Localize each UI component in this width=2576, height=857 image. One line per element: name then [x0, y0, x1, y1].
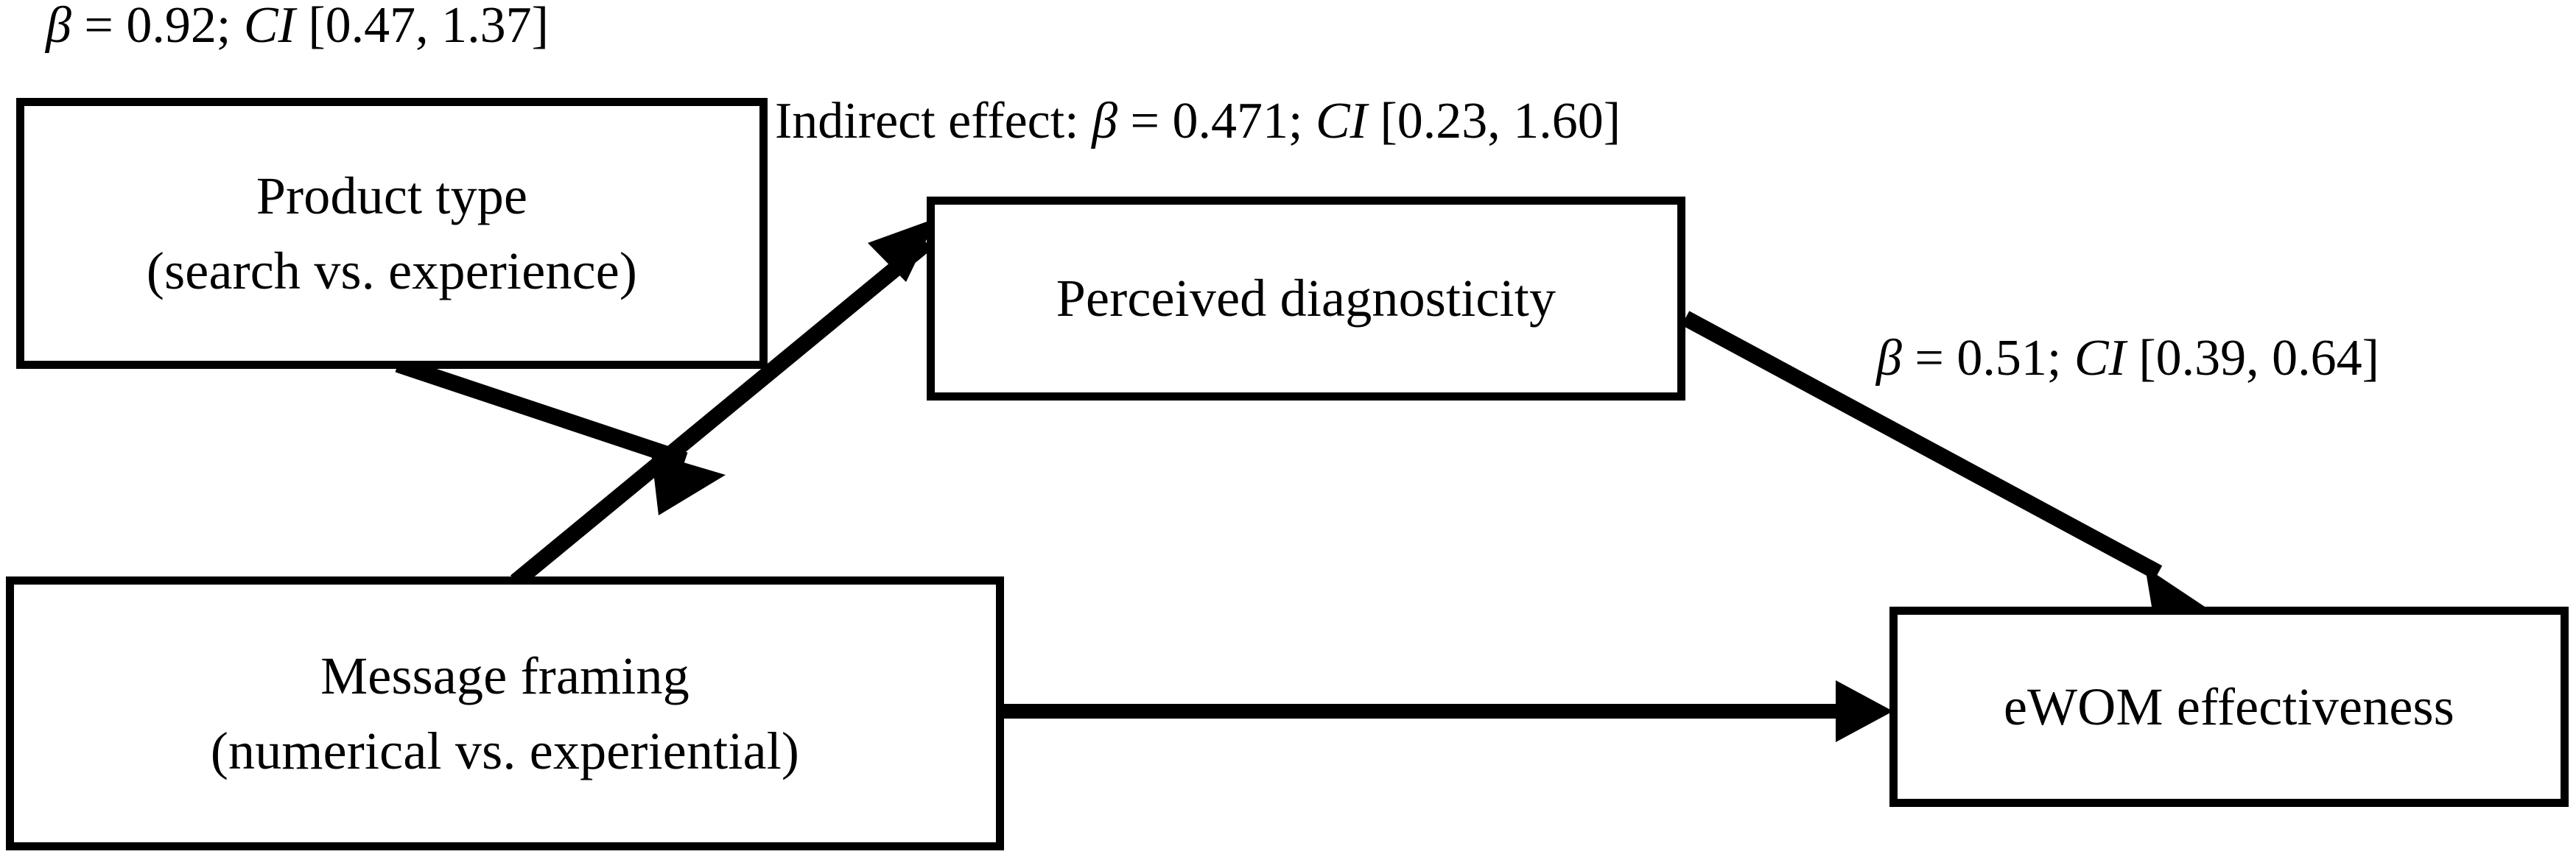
beta-value-indirect: 0.471 [1172, 93, 1288, 149]
node-perceived-diagnosticity-line1: Perceived diagnosticity [1056, 269, 1557, 328]
beta-symbol-moderation: β [46, 0, 71, 54]
equals-indirect: = [1117, 93, 1173, 149]
beta-value-b-path: 0.51 [1956, 330, 2047, 387]
node-product-type-line1: Product type [256, 166, 528, 225]
node-perceived-diagnosticity[interactable]: Perceived diagnosticity [927, 197, 1685, 401]
node-ewom-effectiveness-line1: eWOM effectiveness [2003, 677, 2454, 736]
node-message-framing-line2: (numerical vs. experiential) [210, 722, 800, 780]
ci-interval-indirect: [0.23, 1.60] [1366, 93, 1621, 149]
beta-value-moderation: 0.92 [126, 0, 217, 54]
label-moderation-path-coefficient: β = 0.92; CI [0.47, 1.37] [46, 0, 549, 53]
separator-indirect: ; [1288, 93, 1316, 149]
ci-symbol-b-path: CI [2074, 330, 2126, 387]
label-indirect-effect: Indirect effect: β = 0.471; CI [0.23, 1.… [775, 94, 1621, 149]
indirect-effect-prefix: Indirect effect: [775, 93, 1092, 149]
node-product-type-line2: (search vs. experience) [146, 241, 638, 300]
node-product-type[interactable]: Product type (search vs. experience) [16, 98, 768, 369]
node-message-framing-line1: Message framing [320, 646, 689, 705]
ci-interval-moderation: [0.47, 1.37] [295, 0, 549, 54]
a-path-arrow [510, 218, 937, 588]
direct-path-arrow [1004, 680, 1893, 742]
moderator-arrow [395, 356, 726, 515]
beta-symbol-b-path: β [1876, 330, 1902, 387]
separator-b-path: ; [2046, 330, 2074, 387]
node-message-framing[interactable]: Message framing (numerical vs. experient… [6, 576, 1004, 850]
equals-b-path: = [1901, 330, 1957, 387]
equals-moderation: = [71, 0, 127, 54]
separator-moderation: ; [216, 0, 244, 54]
beta-symbol-indirect: β [1092, 93, 1117, 149]
ci-symbol-indirect: CI [1315, 93, 1367, 149]
node-ewom-effectiveness[interactable]: eWOM effectiveness [1889, 607, 2569, 807]
ci-symbol-moderation: CI [243, 0, 295, 54]
ci-interval-b-path: [0.39, 0.64] [2125, 330, 2379, 387]
label-b-path-coefficient: β = 0.51; CI [0.39, 0.64] [1876, 331, 2379, 386]
